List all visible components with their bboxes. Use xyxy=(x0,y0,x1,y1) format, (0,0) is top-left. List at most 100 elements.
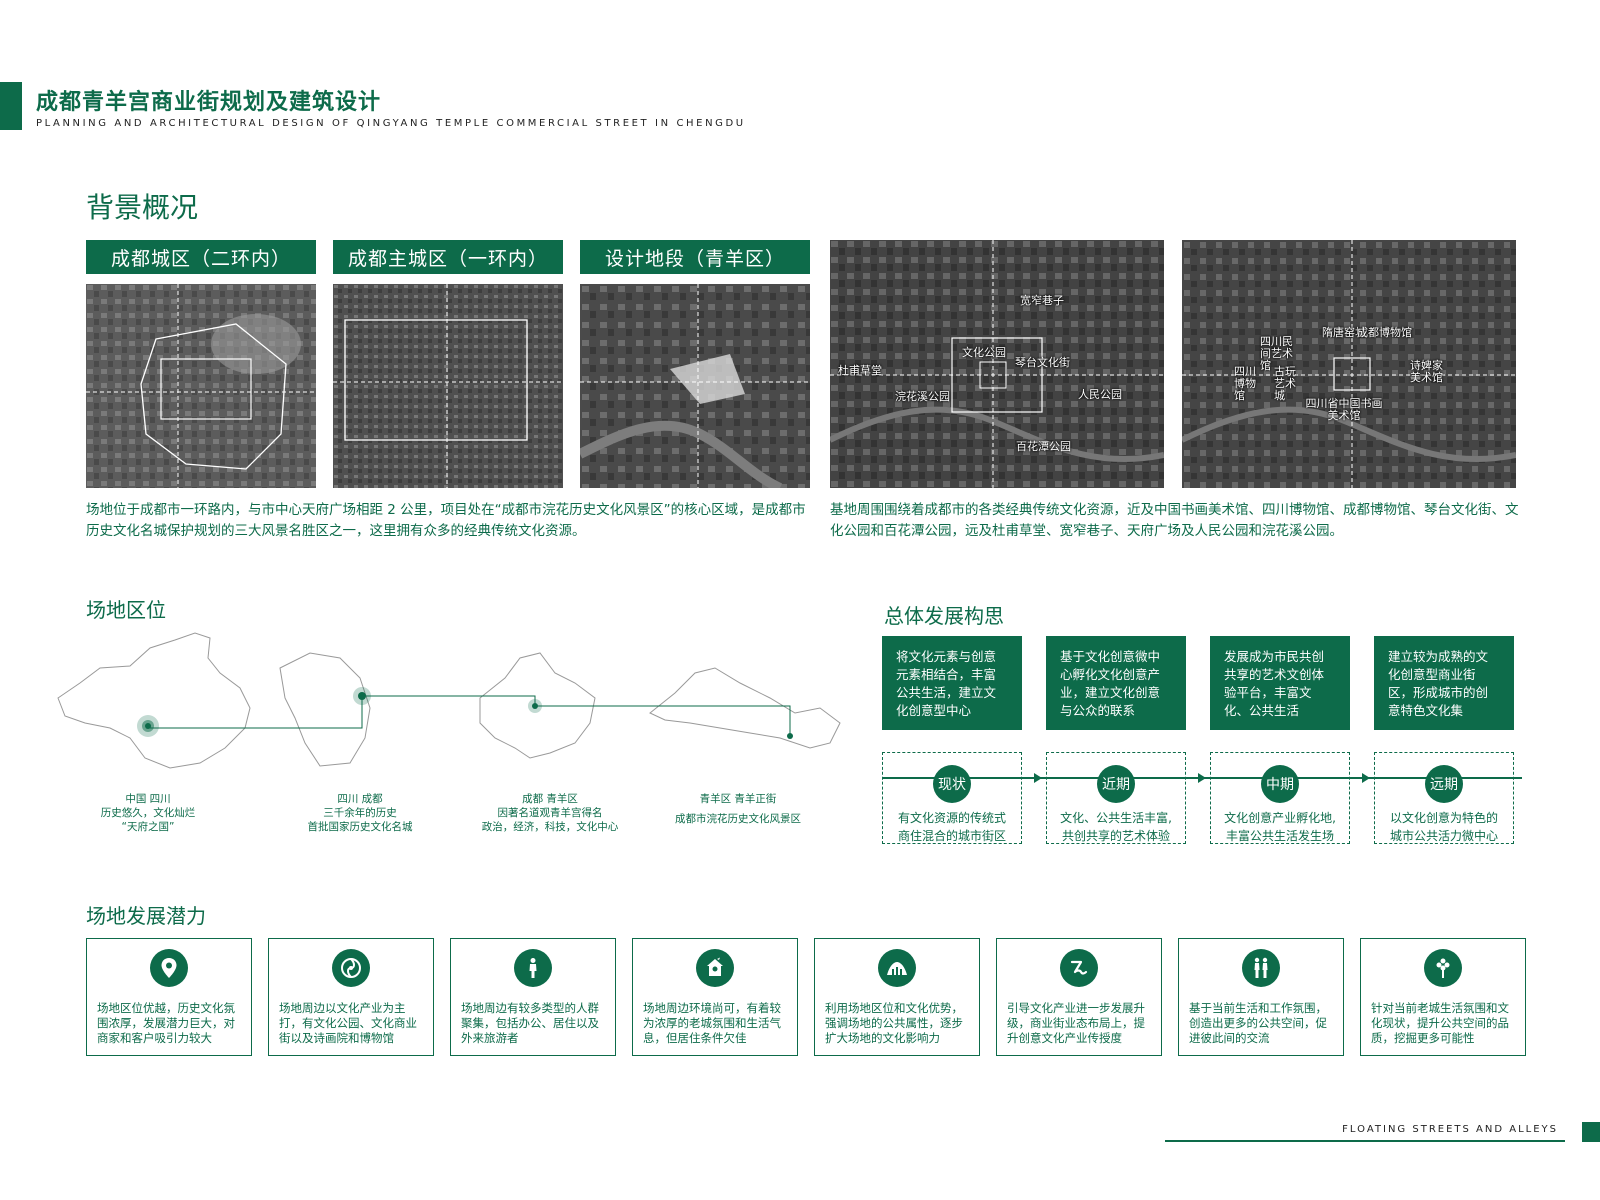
potential-card: 针对当前老城生活氛围和文化现状，提升公共空间的品质，挖掘更多可能性 xyxy=(1360,938,1526,1056)
section-title-development: 总体发展构思 xyxy=(884,604,1004,628)
aerial-map-ring1 xyxy=(333,284,563,488)
potential-text: 引导文化产业进一步发展升级，商业街业态布局上，提升创意文化产业传授度 xyxy=(1007,1001,1145,1045)
stage-line: 文化创意产业孵化地, xyxy=(1224,811,1336,825)
birdhouse-icon xyxy=(696,949,734,987)
stage-near: 近期 文化、公共生活丰富, 共创共享的艺术体验 xyxy=(1046,752,1186,844)
stage-line: 文化、公共生活丰富, xyxy=(1060,811,1172,825)
person-icon xyxy=(514,949,552,987)
caption-line: 三千余年的历史 xyxy=(323,807,397,819)
landmark-icon xyxy=(878,949,916,987)
potential-card: 场地区位优越，历史文化氛围浓厚，发展潜力巨大，对商家和客户吸引力较大 xyxy=(86,938,252,1056)
page-title: 成都青羊宫商业街规划及建筑设计 xyxy=(36,90,382,115)
ribbon-icon xyxy=(1060,949,1098,987)
caption-line: 成都市浣花历史文化风景区 xyxy=(675,813,801,825)
potential-card: 基于当前生活和工作氛围，创造出更多的公共空间，促进彼此间的交流 xyxy=(1178,938,1344,1056)
caption-line: 中国 四川 xyxy=(125,793,171,805)
swirl-icon xyxy=(332,949,370,987)
map-label-ring2: 成都城区（二环内） xyxy=(86,240,316,274)
place-label: 隋唐窑址 xyxy=(1322,326,1366,339)
potential-text: 针对当前老城生活氛围和文化现状，提升公共空间的品质，挖掘更多可能性 xyxy=(1371,1001,1509,1045)
stage-description: 有文化资源的传统式 商住混合的城市街区 xyxy=(883,809,1021,845)
potential-text: 场地区位优越，历史文化氛围浓厚，发展潜力巨大，对商家和客户吸引力较大 xyxy=(97,1001,235,1045)
arrow-right-icon xyxy=(1362,773,1370,783)
footer-accent-square xyxy=(1582,1122,1600,1142)
caption-line: 因著名道观青羊宫得名 xyxy=(497,807,603,819)
stage-mid: 中期 文化创意产业孵化地, 丰富公共生活发生场 xyxy=(1210,752,1350,844)
place-label: 四川民间艺术馆 xyxy=(1260,335,1293,372)
stage-line: 共创共享的艺术体验 xyxy=(1061,829,1170,843)
location-caption-china: 中国 四川 历史悠久，文化灿烂 “天府之国” xyxy=(38,792,258,834)
stage-line: 城市公共活力微中心 xyxy=(1389,829,1498,843)
tree-icon xyxy=(1424,949,1462,987)
place-label: 文化公园 xyxy=(962,346,1006,359)
section-title-potential: 场地发展潜力 xyxy=(86,904,206,928)
place-label: 成都博物馆 xyxy=(1357,326,1412,339)
potential-card: 场地周边环境尚可，有着较为浓厚的老城氛围和生活气息，但居住条件欠佳 xyxy=(632,938,798,1056)
dev-box-current: 将文化元素与创意元素相结合，丰富公共生活，建立文化创意型中心 xyxy=(882,636,1022,730)
place-label: 宽窄巷子 xyxy=(1020,294,1064,307)
stage-line: 丰富公共生活发生场 xyxy=(1225,829,1334,843)
stage-line: 商住混合的城市街区 xyxy=(897,829,1006,843)
caption-line: 政治，经济，科技，文化中心 xyxy=(481,821,619,833)
aerial-map-site xyxy=(580,284,810,488)
stage-circle: 远期 xyxy=(1425,765,1463,803)
potential-card: 场地周边有较多类型的人群聚集，包括办公、居住以及外来旅游者 xyxy=(450,938,616,1056)
location-pin-icon xyxy=(150,949,188,987)
potential-text: 场地周边环境尚可，有着较为浓厚的老城氛围和生活气息，但居住条件欠佳 xyxy=(643,1001,781,1045)
dev-box-long: 建立较为成熟的文化创意型商业街区，形成城市的创意特色文化集 xyxy=(1374,636,1514,730)
dev-box-near: 基于文化创意微中心孵化文化创意产业，建立文化创意与公众的联系 xyxy=(1046,636,1186,730)
arrow-right-icon xyxy=(1198,773,1206,783)
place-label: 诗婢家美术馆 xyxy=(1410,359,1443,384)
map-label-site: 设计地段（青羊区） xyxy=(580,240,810,274)
section-title-background: 背景概况 xyxy=(86,191,199,224)
potential-card: 利用场地区位和文化优势，强调场地的公共属性，逐步扩大场地的文化影响力 xyxy=(814,938,980,1056)
section-title-location: 场地区位 xyxy=(86,598,166,622)
caption-line: 成都 青羊区 xyxy=(522,793,578,805)
caption-line: 四川 成都 xyxy=(337,793,383,805)
stage-line: 以文化创意为特色的 xyxy=(1389,811,1498,825)
caption-line: “天府之国” xyxy=(121,821,175,833)
potential-card: 引导文化产业进一步发展升级，商业街业态布局上，提升创意文化产业传授度 xyxy=(996,938,1162,1056)
aerial-map-museums: 隋唐窑址 成都博物馆 四川民间艺术馆 诗婢家美术馆 四川博物馆 古玩艺术城 四川… xyxy=(1182,240,1516,488)
stage-description: 文化创意产业孵化地, 丰富公共生活发生场 xyxy=(1211,809,1349,845)
stage-circle: 现状 xyxy=(933,765,971,803)
background-paragraph-left: 场地位于成都市一环路内，与市中心天府广场相距 2 公里，项目处在“成都市浣花历史… xyxy=(86,502,806,539)
page-subtitle: PLANNING AND ARCHITECTURAL DESIGN OF QIN… xyxy=(36,118,746,129)
location-caption-chengdu: 成都 青羊区 因著名道观青羊宫得名 政治，经济，科技，文化中心 xyxy=(440,792,660,834)
place-label: 古玩艺术城 xyxy=(1274,365,1296,402)
caption-line: 历史悠久，文化灿烂 xyxy=(100,807,196,819)
potential-card: 场地周边以文化产业为主打，有文化公园、文化商业街以及诗画院和博物馆 xyxy=(268,938,434,1056)
header-accent-bar xyxy=(0,82,22,130)
stage-circle: 近期 xyxy=(1097,765,1135,803)
caption-line: 首批国家历史文化名城 xyxy=(307,821,413,833)
stage-long: 远期 以文化创意为特色的 城市公共活力微中心 xyxy=(1374,752,1514,844)
place-label: 杜甫草堂 xyxy=(838,364,882,377)
location-caption-sichuan: 四川 成都 三千余年的历史 首批国家历史文化名城 xyxy=(250,792,470,834)
place-label: 百花潭公园 xyxy=(1016,440,1071,453)
stage-line: 有文化资源的传统式 xyxy=(897,811,1006,825)
background-paragraph-right: 基地周围围绕着成都市的各类经典传统文化资源，近及中国书画美术馆、四川博物馆、成都… xyxy=(830,502,1519,539)
dev-box-mid: 发展成为市民共创共享的艺术文创体验平台，丰富文化、公共生活 xyxy=(1210,636,1350,730)
place-label: 琴台文化街 xyxy=(1015,356,1070,369)
place-label: 人民公园 xyxy=(1078,388,1122,401)
place-label: 四川省中国书画美术馆 xyxy=(1305,397,1383,422)
place-label: 浣花溪公园 xyxy=(895,390,950,403)
aerial-map-ring2 xyxy=(86,284,316,488)
place-label: 四川博物馆 xyxy=(1234,365,1256,402)
potential-text: 场地周边有较多类型的人群聚集，包括办公、居住以及外来旅游者 xyxy=(461,1001,599,1045)
footer-line xyxy=(1165,1140,1565,1142)
potential-text: 基于当前生活和工作氛围，创造出更多的公共空间，促进彼此间的交流 xyxy=(1189,1001,1327,1045)
potential-text: 场地周边以文化产业为主打，有文化公园、文化商业街以及诗画院和博物馆 xyxy=(279,1001,417,1045)
stage-description: 文化、公共生活丰富, 共创共享的艺术体验 xyxy=(1047,809,1185,845)
location-caption-qingyang: 青羊区 青羊正街 成都市浣花历史文化风景区 xyxy=(628,792,848,826)
aerial-map-cultural-resources: 宽窄巷子 文化公园 琴台文化街 杜甫草堂 浣花溪公园 人民公园 百花潭公园 xyxy=(830,240,1164,488)
stage-current: 现状 有文化资源的传统式 商住混合的城市街区 xyxy=(882,752,1022,844)
map-label-ring1: 成都主城区（一环内） xyxy=(333,240,563,274)
arrow-right-icon xyxy=(1034,773,1042,783)
footer-text: FLOATING STREETS AND ALLEYS xyxy=(1342,1124,1558,1135)
stage-circle: 中期 xyxy=(1261,765,1299,803)
potential-text: 利用场地区位和文化优势，强调场地的公共属性，逐步扩大场地的文化影响力 xyxy=(825,1001,963,1045)
location-maps-diagram xyxy=(57,632,841,769)
people-icon xyxy=(1242,949,1280,987)
caption-line: 青羊区 青羊正街 xyxy=(699,793,777,805)
